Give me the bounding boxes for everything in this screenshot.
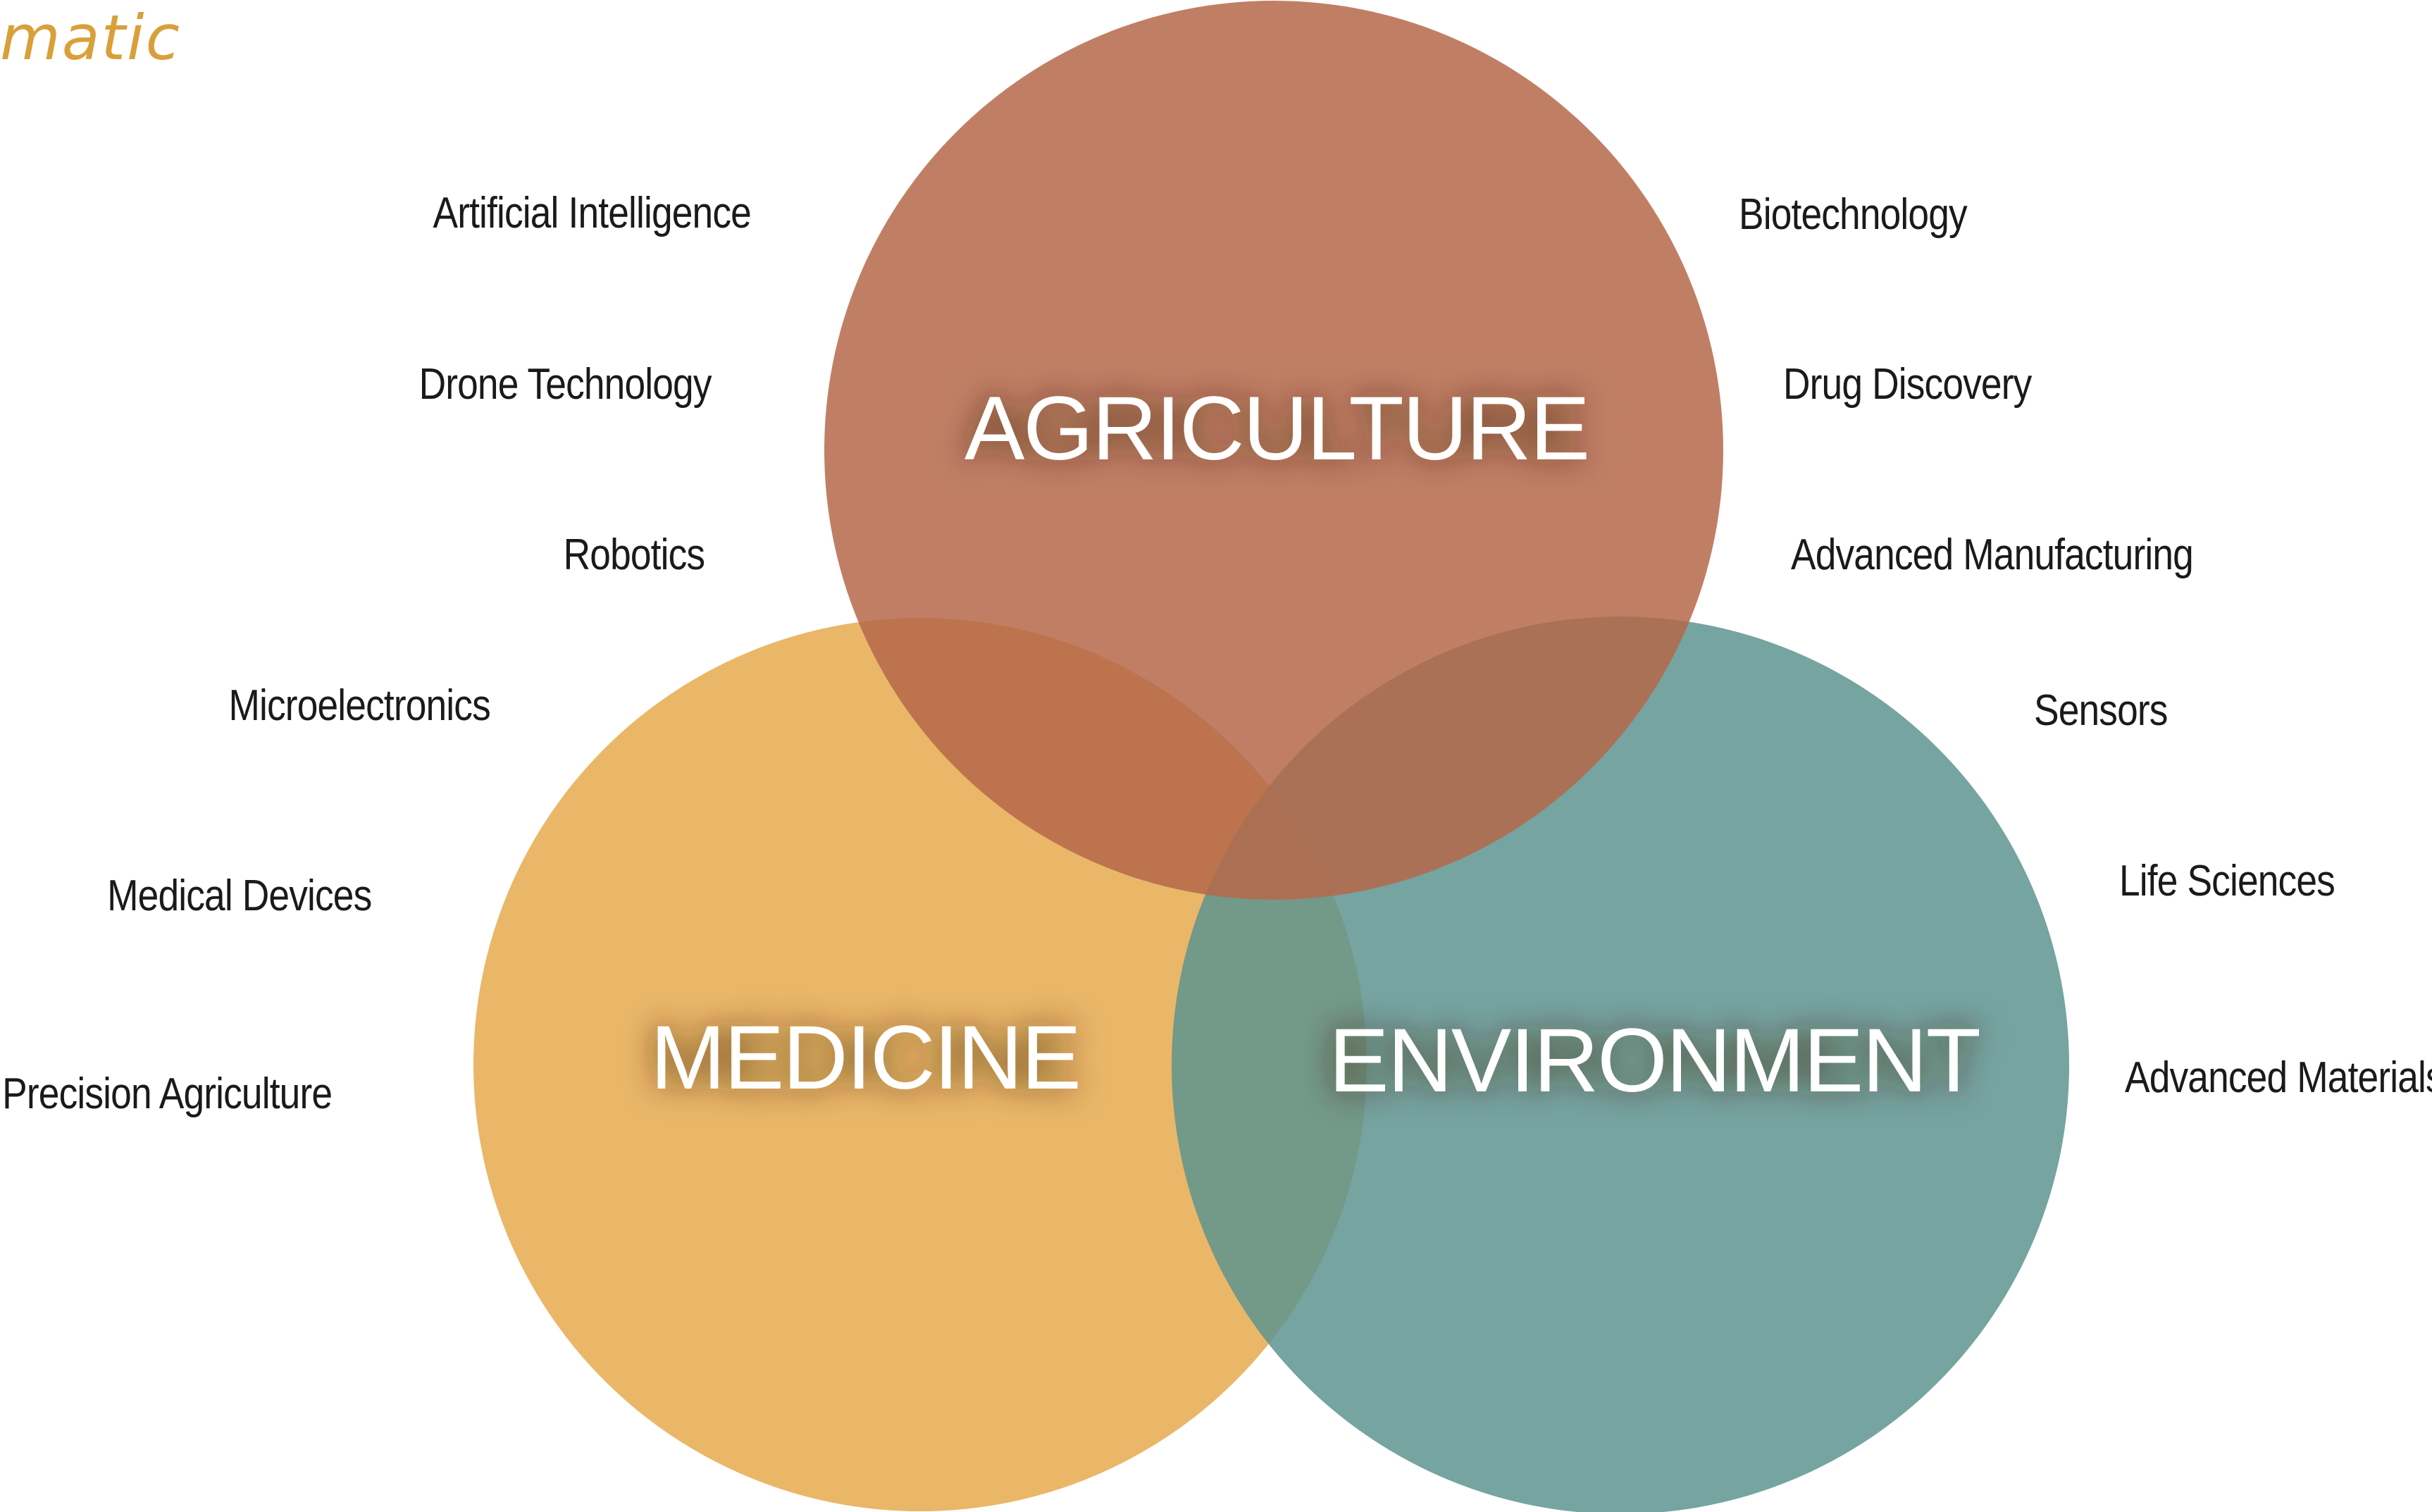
circle-label-environment: ENVIRONMENT (1329, 1010, 1980, 1111)
label-drone-technology: Drone Technology (418, 360, 712, 409)
label-advanced-materials: Advanced Materials (2125, 1053, 2432, 1102)
label-precision-agriculture: Precision Agriculture (2, 1070, 333, 1118)
label-biotechnology: Biotechnology (1739, 190, 1968, 239)
label-drug-discovery: Drug Discovery (1783, 360, 2032, 409)
brand-logo-text: matic (0, 1, 181, 74)
label-microelectronics: Microelectronics (228, 681, 491, 730)
circle-agriculture (824, 1, 1723, 900)
label-artificial-intelligence: Artificial Intelligence (433, 189, 752, 237)
label-advanced-manufacturing: Advanced Manufacturing (1791, 531, 2194, 579)
label-medical-devices: Medical Devices (106, 872, 372, 920)
circle-label-agriculture: AGRICULTURE (964, 378, 1589, 479)
circle-label-medicine: MEDICINE (650, 1008, 1080, 1108)
label-life-sciences: Life Sciences (2119, 857, 2335, 905)
label-robotics: Robotics (563, 531, 705, 579)
label-sensors: Sensors (2034, 686, 2168, 735)
